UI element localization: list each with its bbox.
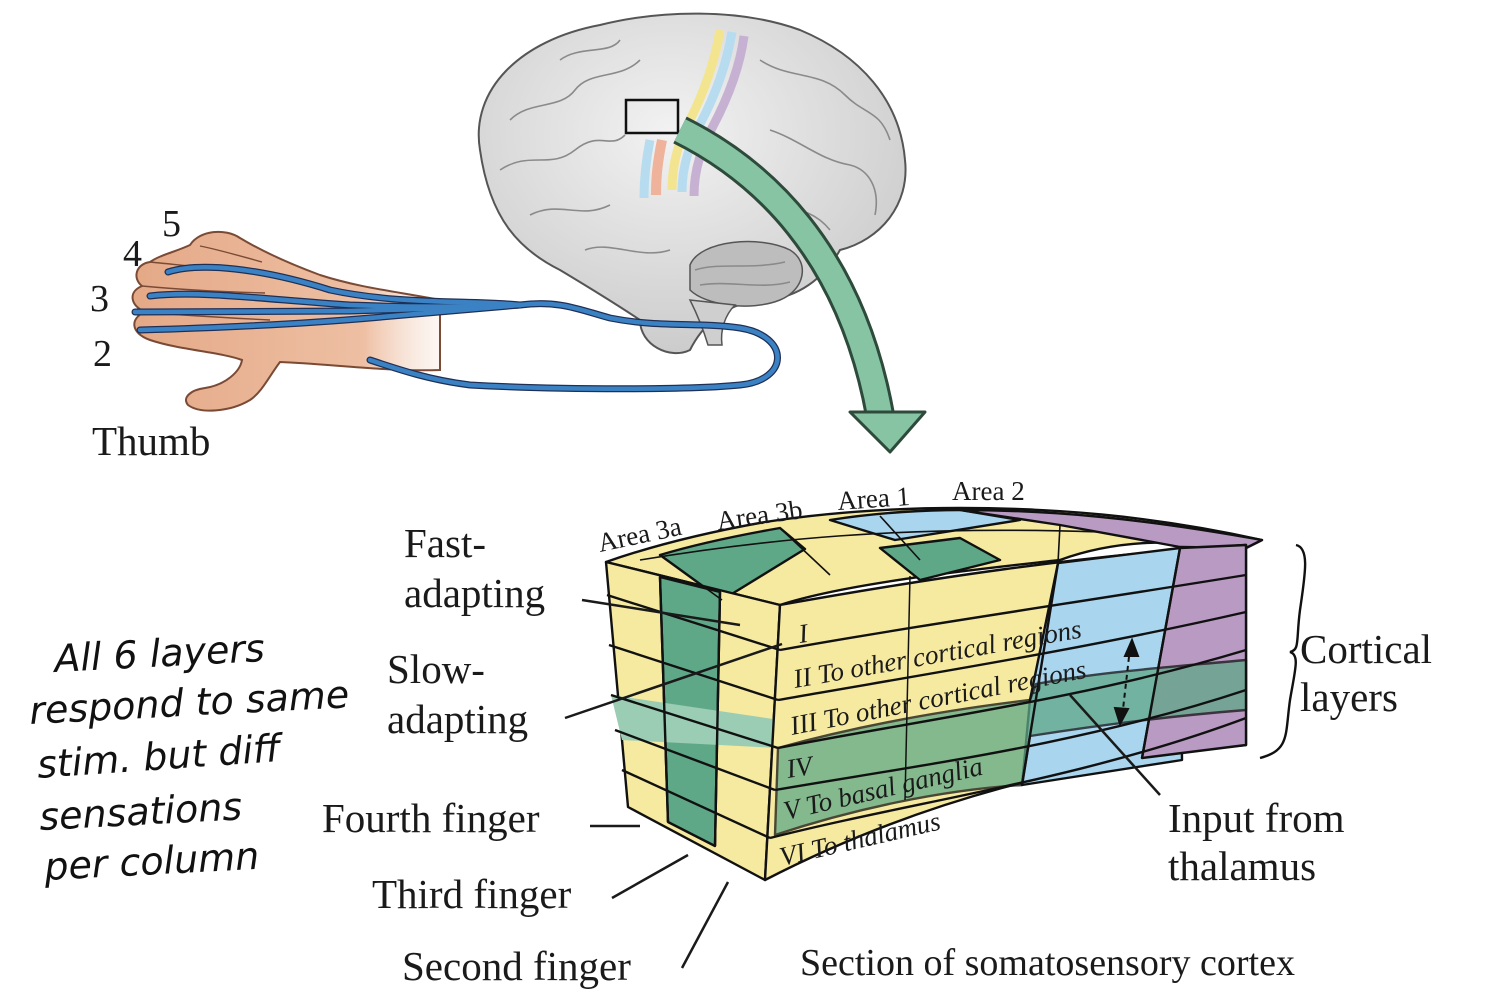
fast-adapting-label-line2: adapting — [404, 570, 545, 616]
cortex-block — [604, 506, 1264, 882]
note-line-1: All 6 layers — [50, 626, 266, 681]
hand-illustration — [131, 230, 781, 412]
slow-adapting-leader — [564, 642, 783, 720]
brain-illustration — [477, 12, 907, 355]
fast-adapting-leader — [581, 598, 741, 627]
slow-adapting-label-line1: Slow- — [387, 646, 485, 692]
handwritten-note: All 6 layers respond to same stim. but d… — [28, 626, 350, 889]
third-finger-label: Third finger — [372, 871, 572, 917]
zoom-arrow — [673, 116, 927, 454]
second-finger-label: Second finger — [402, 943, 631, 989]
finger-number-3: 3 — [90, 278, 109, 320]
note-line-4: sensations — [38, 784, 243, 839]
finger-number-2: 2 — [93, 333, 112, 375]
third-finger-leader — [611, 853, 689, 900]
cortical-layers-brace — [1259, 543, 1307, 760]
second-finger-leader — [680, 881, 730, 969]
note-line-2: respond to same — [28, 672, 350, 733]
input-from-thalamus-label-line1: Input from — [1168, 795, 1345, 841]
area-2-label: Area 2 — [952, 476, 1025, 506]
input-from-thalamus-label-line2: thalamus — [1168, 843, 1316, 889]
input-from-thalamus-leader — [1069, 694, 1161, 796]
thumb-label: Thumb — [92, 418, 210, 464]
area-1-label: Area 1 — [836, 481, 911, 516]
note-line-5: per column — [42, 834, 260, 889]
slow-adapting-label-line2: adapting — [387, 696, 528, 742]
zoom-box — [624, 98, 680, 135]
note-line-3: stim. but diff — [36, 726, 286, 787]
fourth-finger-label: Fourth finger — [322, 795, 540, 841]
cortical-layers-label-line1: Cortical — [1300, 626, 1432, 672]
thalamus-arrows — [1113, 637, 1140, 727]
fast-adapting-label-line1: Fast- — [404, 520, 486, 566]
finger-number-4: 4 — [123, 233, 142, 275]
finger-number-5: 5 — [162, 203, 181, 245]
caption: Section of somatosensory cortex — [800, 942, 1295, 984]
cortical-layers-label-line2: layers — [1300, 674, 1398, 720]
